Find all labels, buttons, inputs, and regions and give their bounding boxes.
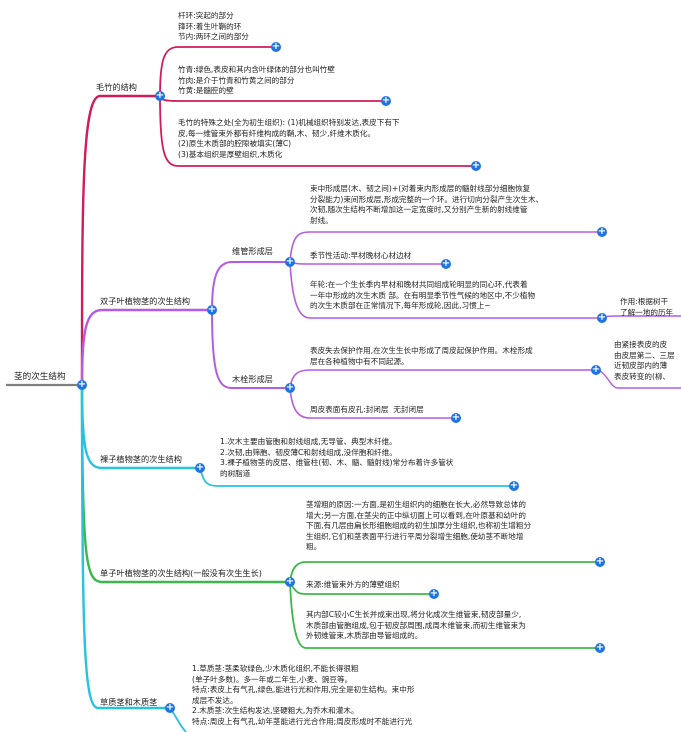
dan-note-3: 其内部C较小C生长并成束出现,将分化成次生维管束,韧皮部量少, 木质部由管胞组成… [306,610,526,641]
mu-note-2: 周皮表面有皮孔:封闭层 无封闭层 [310,405,424,414]
mu-connector-2 [289,387,456,419]
mu-note-1b: 由紧接表皮的皮 由皮层第二、三层 近韧皮部内的薄 表皮转变的(柳、 [614,340,675,381]
topic-shuang-title: 双子叶植物茎的次生结构 [100,296,191,306]
topic-wei-title: 维管形成层 [232,246,273,256]
mao-connector-3 [159,95,476,167]
plus-circle-icon[interactable] [285,257,295,267]
wei-connector-3 [289,261,602,319]
plus-circle-icon[interactable] [441,259,451,269]
plus-circle-icon[interactable] [591,365,601,375]
dan-note-2: 来源:维管束外方的薄壁组织 [306,580,400,589]
plus-circle-icon[interactable] [195,463,205,473]
topic-dan-title: 单子叶植物茎的次生结构(一般没有次生生长) [100,568,262,578]
plus-circle-icon[interactable] [207,305,217,315]
wei-connector-2 [289,261,446,265]
topic-luo-title: 裸子植物茎的次生结构 [100,454,182,464]
plus-circle-icon[interactable] [155,91,165,101]
plus-circle-icon[interactable] [451,413,461,423]
dan-connector-1 [289,561,600,583]
wei-note-2: 季节性活动:早材晚材心材边材 [310,251,412,260]
plus-circle-icon[interactable] [381,96,391,106]
mao-connector-1 [159,46,276,97]
plus-circle-icon[interactable] [597,227,607,237]
dan-note-1: 茎增粗的原因:一方面,是初生组织内的细胞在长大,必然导致总体的 增大;另一方面,… [306,500,532,552]
branch-connector-dan [80,384,290,584]
dan-connector-3 [289,581,600,649]
plus-circle-icon[interactable] [595,643,605,653]
plus-circle-icon[interactable] [285,577,295,587]
wei-note-3: 年轮:在一个生长季内早材和晚材共同组成轮明显的同心环,代表着 一年中形成的次生木… [310,280,536,311]
luo-note-1: 1.次木主要由管胞和射线组成,无导管、典型木纤维。 2.次韧,由筛胞、韧皮薄C和… [220,437,454,478]
cao-note-1: 1.草质茎:茎柔软绿色,少木质化组织,不能长得很粗 (单子叶多数)。多一年或二年… [192,664,415,726]
branch-connector-mao [80,94,160,386]
root-topic: 茎的次生结构 [14,372,66,382]
mao-note-3: 毛竹的特殊之处(全为初生组织): (1)机械组织特别发达,表皮下有下 皮,每一维… [178,118,400,159]
shuang-connector-mu [211,309,290,389]
mao-note-1: 杆环:突起的部分 箨环:着生叶鞘的环 节内:两环之间的部分 [178,11,249,42]
plus-circle-icon[interactable] [509,481,519,491]
plus-circle-icon[interactable] [471,161,481,171]
topic-mao-title: 毛竹的结构 [96,82,137,92]
plus-circle-icon[interactable] [165,703,175,713]
topic-mu-title: 木栓形成层 [232,374,273,384]
plus-circle-icon[interactable] [285,383,295,393]
topic-cao-title: 草质茎和木质茎 [100,697,158,707]
mao-note-2: 竹青:绿色,表皮和其内含叶绿体的部分也叫竹壁 竹肉:是介于竹青和竹黄之间的部分 … [178,65,335,96]
plus-circle-icon[interactable] [77,380,87,390]
branch-connector-cao [80,384,170,710]
shuang-connector-wei [211,261,290,311]
branch-connector-shuang [80,308,212,386]
mu-connector-1 [289,369,596,389]
plus-circle-icon[interactable] [429,589,439,599]
plus-circle-icon[interactable] [595,557,605,567]
plus-circle-icon[interactable] [271,42,281,52]
wei-note-3b: 作用:根据树干 了解一地的历年 [620,297,674,317]
wei-connector-1 [289,231,602,263]
plus-circle-icon[interactable] [597,313,607,323]
mu-note-1: 表皮失去保护作用,在次生生长中形成了周皮起保护作用。木栓形成 层在各种植物中有不… [310,346,533,366]
wei-note-1: 束中形成层(木、韧之间)+(对着束内形成层的髓射线部分细胞恢复 分裂能力)束间形… [310,184,544,225]
